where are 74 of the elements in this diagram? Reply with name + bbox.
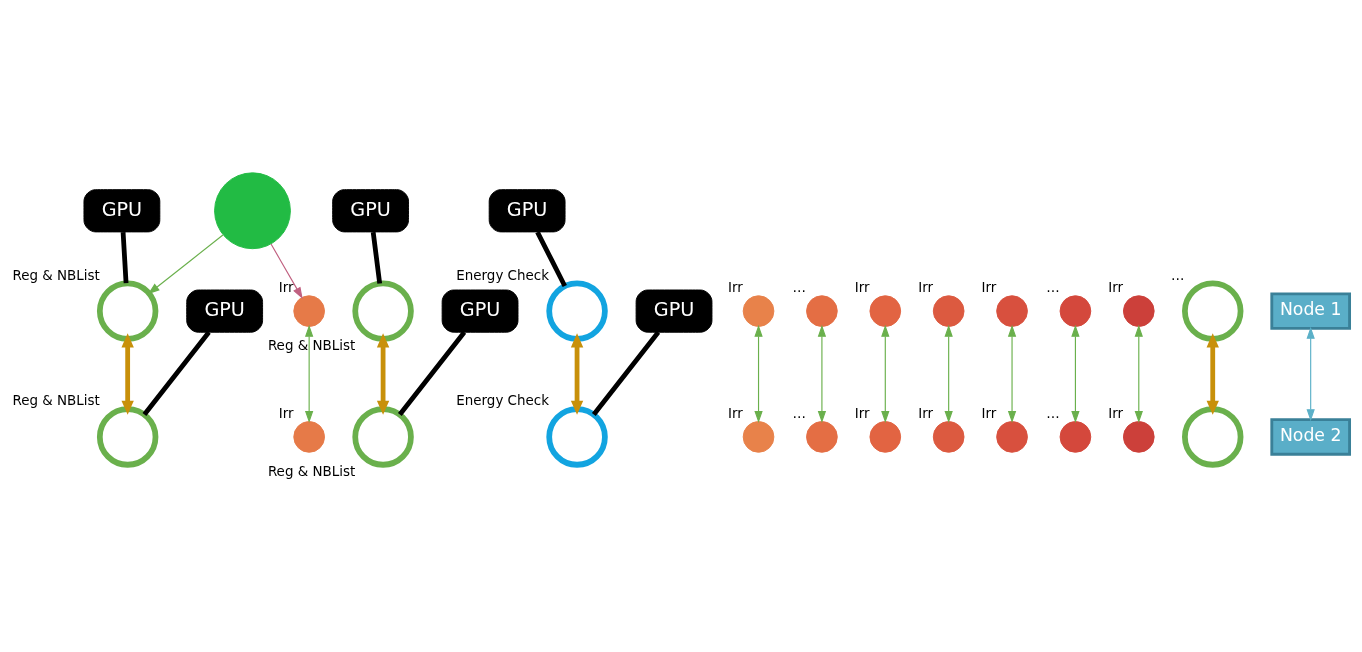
- node-label: Reg & NBList: [12, 267, 100, 283]
- node-circle: [546, 406, 608, 468]
- node-label: Irr: [854, 280, 870, 296]
- node-label: Irr: [981, 405, 997, 421]
- connector: [591, 330, 661, 416]
- arrow: [944, 324, 953, 423]
- node-label: Energy Check: [456, 393, 549, 409]
- node-label: …: [1170, 267, 1185, 283]
- node-label: Irr: [278, 280, 294, 296]
- node-label: Irr: [1108, 405, 1124, 421]
- node-circle: [996, 295, 1028, 327]
- node-circle: [293, 421, 325, 453]
- arrow: [1306, 326, 1315, 422]
- node-circle: [1122, 421, 1155, 453]
- node-circle: [996, 421, 1028, 453]
- connector: [370, 231, 383, 284]
- node-circle: [1182, 406, 1244, 468]
- node-box: GPU: [186, 289, 264, 333]
- node-label: Reg & NBList: [267, 463, 356, 479]
- arrow: [570, 333, 584, 415]
- connector: [535, 231, 567, 288]
- node-box: Node 1: [1270, 292, 1351, 330]
- node-circle: [806, 421, 838, 453]
- node-label: Irr: [918, 280, 934, 296]
- node-label: Irr: [981, 280, 997, 296]
- node-label: …: [792, 280, 807, 296]
- node-label: Irr: [1108, 280, 1124, 296]
- arrow: [881, 324, 890, 423]
- node-circle: [1122, 295, 1155, 327]
- node-label: Irr: [728, 405, 743, 421]
- node-circle: [1182, 280, 1244, 342]
- arrow: [304, 324, 314, 423]
- node-label: Reg & NBList: [267, 337, 356, 353]
- node-circle: [869, 295, 902, 327]
- node-circle: [742, 421, 775, 453]
- node-box: GPU: [441, 289, 519, 333]
- arrow: [754, 324, 763, 423]
- connector: [142, 330, 211, 416]
- node-box: GPU: [332, 189, 409, 233]
- node-box: GPU: [488, 189, 566, 233]
- node-box: Node 2: [1270, 418, 1351, 456]
- node-label: Reg & NBList: [12, 393, 100, 409]
- node-label: …: [792, 405, 807, 421]
- node-circle: [96, 406, 159, 468]
- node-circle: [932, 295, 965, 327]
- arrow: [817, 324, 827, 423]
- node-circle: [742, 295, 775, 327]
- node-circle: [1059, 295, 1092, 327]
- node-circle: [293, 295, 325, 327]
- connector: [397, 330, 467, 416]
- node-circle: [932, 421, 965, 453]
- node-label: Irr: [918, 405, 934, 421]
- node-box: GPU: [83, 189, 161, 233]
- arrow: [121, 333, 134, 415]
- node-label: Irr: [854, 405, 870, 421]
- node-circle: [1059, 421, 1092, 453]
- node-box: GPU: [635, 289, 713, 333]
- arrow: [147, 234, 224, 295]
- node-label: …: [1046, 405, 1060, 421]
- arrow: [270, 243, 303, 300]
- node-circle: [546, 280, 608, 342]
- node-label: Irr: [278, 405, 294, 421]
- arrow: [1071, 324, 1080, 423]
- arrow: [1007, 324, 1017, 423]
- node-label: Irr: [728, 280, 743, 296]
- arrow: [1206, 333, 1219, 415]
- arrow: [376, 333, 390, 415]
- node-circle: [806, 295, 838, 327]
- node-circle: [214, 172, 291, 250]
- arrow: [1134, 324, 1143, 423]
- node-label: Energy Check: [456, 267, 549, 283]
- connector: [120, 232, 129, 284]
- node-circle: [869, 421, 902, 453]
- node-label: …: [1046, 280, 1060, 296]
